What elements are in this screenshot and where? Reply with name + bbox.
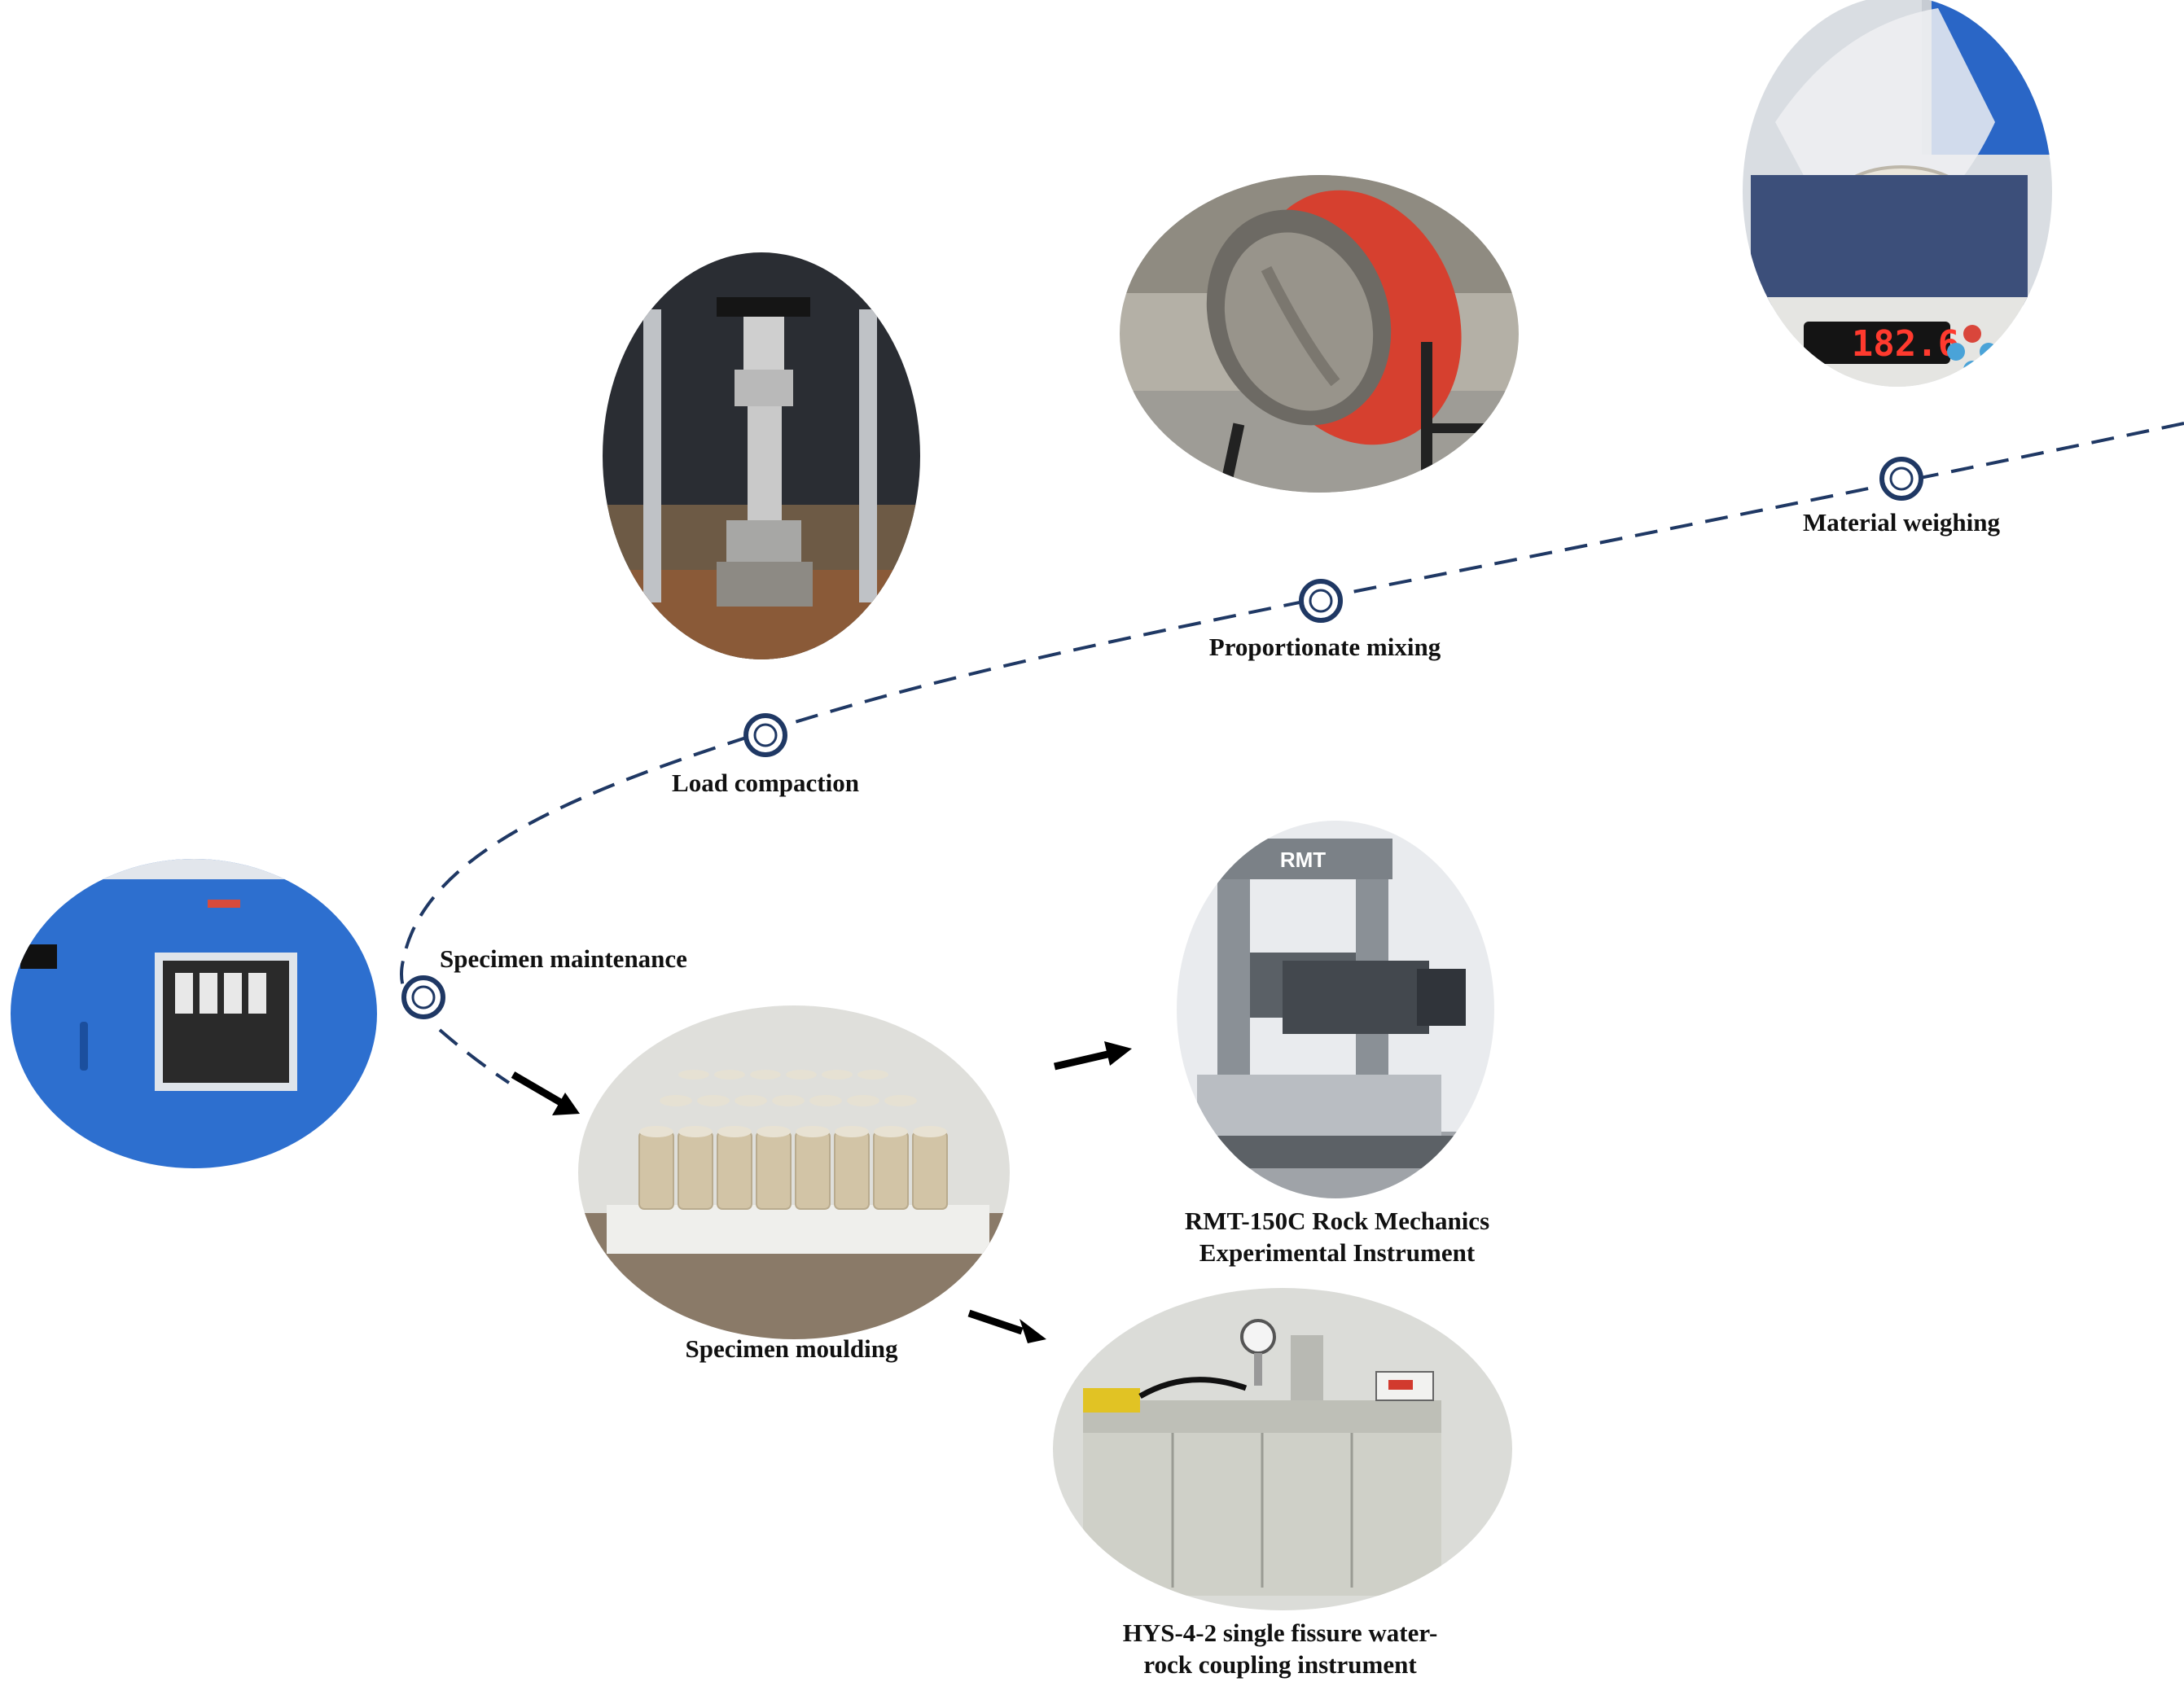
step-marker <box>1299 579 1343 623</box>
step-marker <box>1879 457 1923 501</box>
step-marker <box>401 975 445 1019</box>
process-path <box>399 422 2184 1019</box>
scale-readout: 182.6 <box>1852 323 1959 365</box>
label-rmt-line1: RMT-150C Rock Mechanics <box>1185 1207 1489 1235</box>
specimen-moulding-photo <box>578 1005 1010 1339</box>
label-proportionate-mixing: Proportionate mixing <box>1209 633 1441 661</box>
step-marker <box>743 713 787 757</box>
arrow-to-rmt <box>1053 1041 1132 1071</box>
proportionate-mixing-photo <box>1120 175 1519 493</box>
label-hys-line1: HYS-4-2 single fissure water- <box>1123 1618 1438 1647</box>
label-specimen-maintenance: Specimen maintenance <box>440 944 687 973</box>
hys-instrument-photo <box>1053 1288 1512 1610</box>
label-material-weighing: Material weighing <box>1803 508 2000 537</box>
label-hys-line2: rock coupling instrument <box>1143 1650 1417 1679</box>
process-path-lower <box>438 1028 511 1084</box>
label-rmt-line2: Experimental Instrument <box>1199 1238 1476 1267</box>
load-compaction-photo <box>603 252 920 659</box>
label-specimen-moulding: Specimen moulding <box>686 1334 898 1363</box>
arrow-to-hys <box>967 1309 1046 1343</box>
label-load-compaction: Load compaction <box>672 769 859 797</box>
specimen-maintenance-photo <box>11 859 377 1168</box>
rmt-instrument-photo: RMT <box>1177 821 1494 1198</box>
material-weighing-photo: 182.6 <box>1743 0 2052 387</box>
machine-brand-label: RMT <box>1280 848 1326 872</box>
arrow-to-moulding <box>511 1071 580 1115</box>
